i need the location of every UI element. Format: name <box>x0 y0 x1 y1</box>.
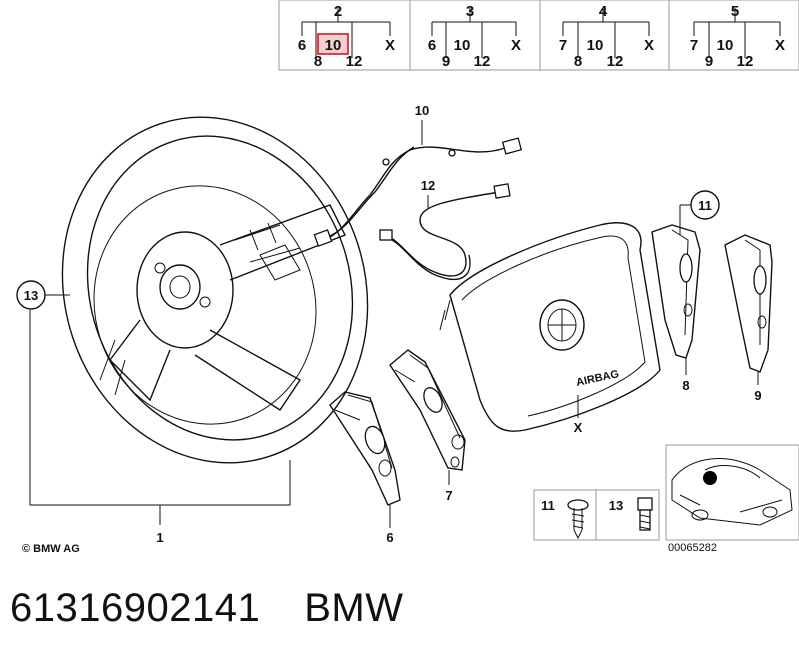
svg-text:12: 12 <box>346 53 363 70</box>
svg-text:X: X <box>574 420 583 435</box>
svg-text:6: 6 <box>428 37 436 54</box>
cable-10[interactable]: 10 <box>313 103 523 247</box>
brand: BMW <box>304 586 404 630</box>
svg-text:7: 7 <box>445 488 452 503</box>
svg-text:8: 8 <box>682 378 689 393</box>
switch-9[interactable]: 9 <box>724 234 773 403</box>
svg-text:X: X <box>644 37 654 54</box>
variant-column-2[interactable]: 2 6 10 X 8 12 <box>298 3 395 70</box>
svg-text:7: 7 <box>559 37 567 54</box>
cable-12[interactable]: 12 <box>379 178 511 280</box>
location-marker-icon <box>703 471 717 485</box>
switch-cover-6[interactable]: 6 <box>329 391 401 545</box>
car-location-inset <box>665 444 799 541</box>
svg-text:10: 10 <box>415 103 429 118</box>
part-number: 61316902141 <box>10 586 261 630</box>
svg-text:10: 10 <box>717 37 734 54</box>
svg-text:9: 9 <box>705 53 713 70</box>
svg-text:11: 11 <box>698 198 712 213</box>
svg-text:X: X <box>385 37 395 54</box>
svg-text:X: X <box>775 37 785 54</box>
svg-text:12: 12 <box>474 53 491 70</box>
airbag-module[interactable]: AIRBAG X <box>439 222 661 435</box>
parts-diagram: 2 6 10 X 8 12 3 6 10 X 9 12 <box>16 0 799 555</box>
callout-1: 1 <box>29 310 291 545</box>
svg-text:8: 8 <box>574 53 582 70</box>
variant-table: 2 6 10 X 8 12 3 6 10 X 9 12 <box>278 0 799 71</box>
screw-icon <box>567 499 589 540</box>
car-icon <box>671 458 793 526</box>
svg-text:13: 13 <box>24 288 38 303</box>
svg-text:X: X <box>511 37 521 54</box>
copyright: © BMW AG <box>22 543 80 555</box>
airbag-badge: AIRBAG <box>575 368 620 389</box>
highlight-box <box>317 33 349 55</box>
svg-text:6: 6 <box>386 530 393 545</box>
variant-column-3[interactable]: 3 6 10 X 9 12 <box>428 3 521 70</box>
footer-part-info: 61316902141 BMW <box>10 586 447 631</box>
callout-11: 11 <box>679 190 720 235</box>
callout-13: 13 <box>16 280 70 310</box>
bolt-icon <box>637 497 653 531</box>
svg-text:7: 7 <box>690 37 698 54</box>
svg-text:6: 6 <box>298 37 306 54</box>
svg-text:10: 10 <box>587 37 604 54</box>
svg-text:1: 1 <box>156 530 163 545</box>
svg-text:10: 10 <box>454 37 471 54</box>
svg-text:12: 12 <box>421 178 435 193</box>
svg-text:12: 12 <box>737 53 754 70</box>
svg-text:9: 9 <box>754 388 761 403</box>
highlighted-code: 10 <box>325 37 342 54</box>
variant-column-4[interactable]: 4 7 10 X 8 12 <box>559 3 654 70</box>
svg-text:9: 9 <box>442 53 450 70</box>
bolt-label: 13 <box>609 498 623 513</box>
switch-cover-7[interactable]: 7 <box>389 349 466 503</box>
svg-text:8: 8 <box>314 53 322 70</box>
svg-text:12: 12 <box>607 53 624 70</box>
steering-wheel[interactable] <box>18 77 411 503</box>
hardware-box: 11 13 <box>533 489 660 541</box>
screw-label: 11 <box>541 498 555 513</box>
diagram-id: 00065282 <box>668 542 717 554</box>
variant-column-5[interactable]: 5 7 10 X 9 12 <box>690 3 785 70</box>
